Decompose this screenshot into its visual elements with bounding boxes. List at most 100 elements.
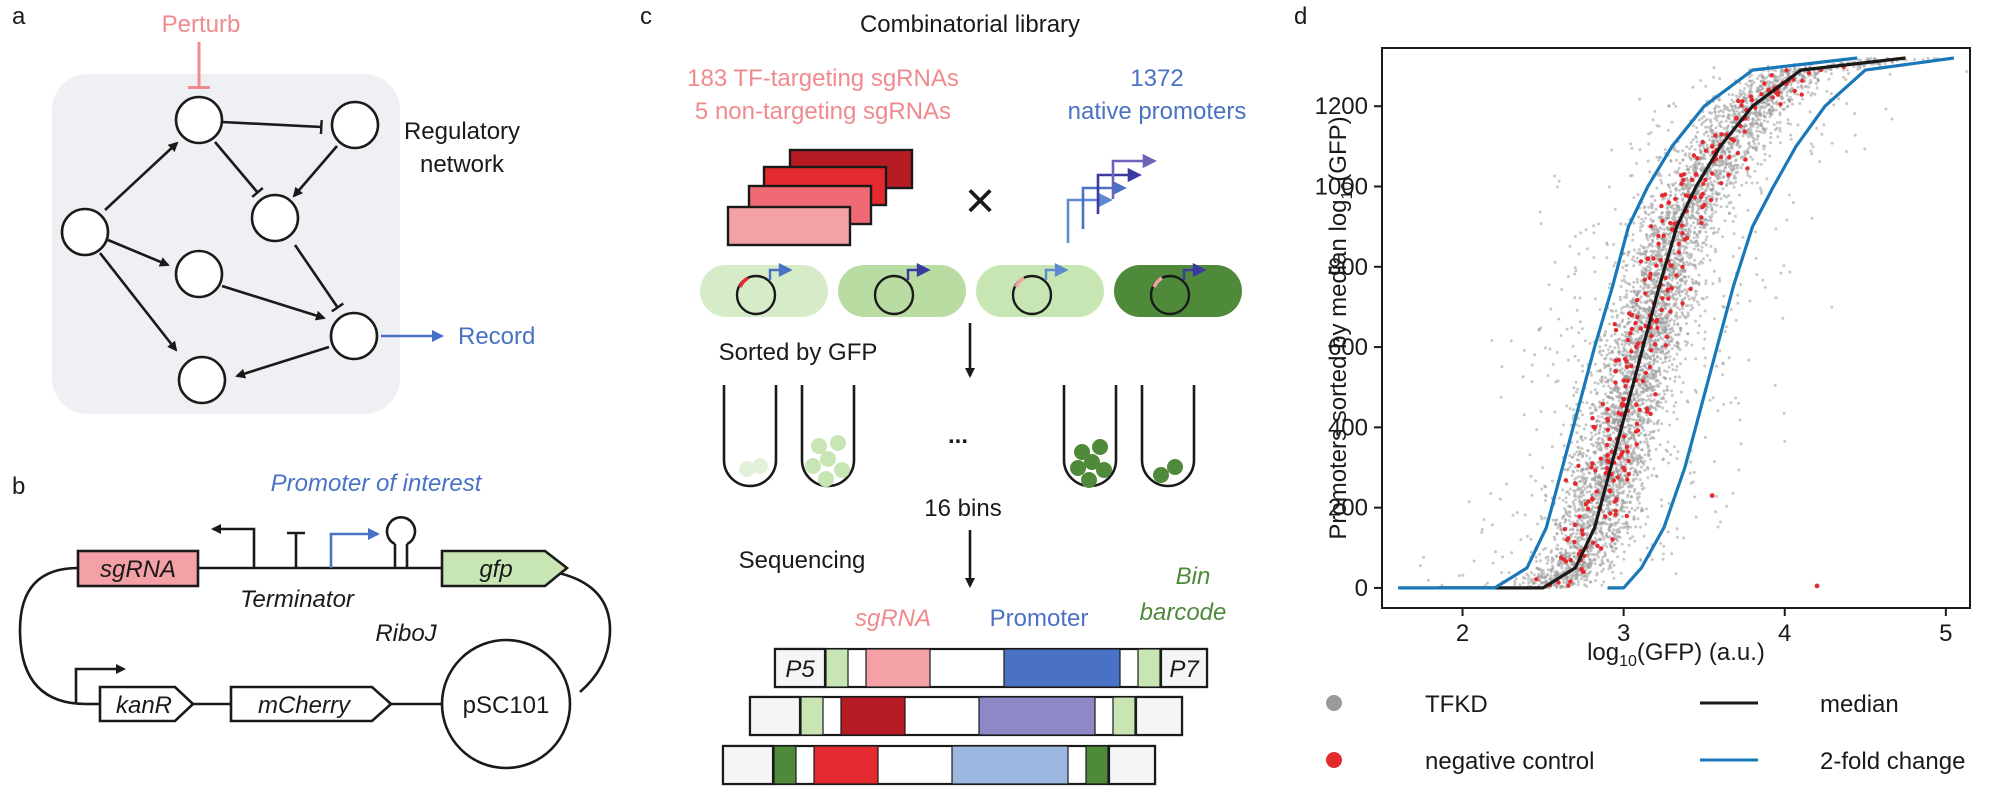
tfkd-point	[1658, 443, 1662, 447]
tfkd-point	[1643, 205, 1647, 209]
tfkd-point	[1621, 485, 1624, 489]
tfkd-point	[1735, 136, 1738, 140]
tfkd-point	[1540, 517, 1544, 521]
tfkd-point	[1647, 213, 1651, 217]
tfkd-point	[1635, 291, 1639, 295]
tfkd-point	[1652, 361, 1656, 364]
tfkd-point	[1709, 180, 1713, 184]
tfkd-point	[1632, 418, 1636, 422]
tfkd-point	[1636, 498, 1640, 502]
tfkd-point	[1749, 123, 1752, 127]
tfkd-point	[1571, 344, 1575, 348]
tfkd-point	[1693, 169, 1697, 173]
tfkd-point	[1762, 147, 1766, 151]
tfkd-point	[1607, 322, 1611, 326]
tfkd-point	[1612, 549, 1616, 553]
tfkd-point	[1701, 257, 1705, 261]
tfkd-point	[1579, 495, 1583, 499]
tfkd-point	[1711, 282, 1715, 286]
tfkd-point	[1599, 481, 1603, 484]
tfkd-point	[1555, 350, 1559, 354]
tfkd-point	[1632, 395, 1636, 399]
tfkd-point	[1739, 442, 1743, 446]
tfkd-point	[1662, 300, 1666, 304]
tfkd-point	[1560, 561, 1564, 565]
edge-5-7	[293, 244, 345, 313]
node-1	[60, 207, 110, 257]
tfkd-point	[1577, 509, 1581, 512]
kanr-gene-label: kanR	[116, 692, 172, 719]
tfkd-point	[1659, 357, 1663, 361]
tfkd-point	[1760, 104, 1764, 108]
tfkd-point	[1678, 188, 1682, 192]
tfkd-point	[1568, 487, 1572, 491]
tfkd-point	[1673, 344, 1677, 348]
tfkd-point	[1656, 354, 1660, 358]
tfkd-point	[1704, 125, 1708, 129]
tfkd-point	[1440, 583, 1444, 587]
tfkd-point	[1661, 361, 1665, 365]
tfkd-point	[1651, 286, 1655, 290]
tfkd-point	[1568, 465, 1572, 469]
tfkd-point	[1648, 298, 1652, 302]
tfkd-point	[1727, 165, 1731, 169]
tfkd-point	[1685, 164, 1689, 168]
tfkd-point	[1702, 132, 1706, 136]
tfkd-point	[1618, 530, 1621, 534]
tfkd-point	[1722, 169, 1726, 173]
tfkd-point	[1769, 109, 1773, 113]
tfkd-point	[1666, 440, 1670, 444]
tfkd-point	[1626, 453, 1630, 457]
tfkd-point	[1645, 353, 1649, 357]
tfkd-point	[1548, 576, 1552, 580]
tfkd-point	[1546, 568, 1550, 572]
tfkd-point	[1593, 562, 1597, 566]
tfkd-point	[1818, 160, 1821, 163]
tfkd-point	[1589, 438, 1593, 441]
tfkd-point	[1555, 532, 1559, 536]
tfkd-point	[1746, 135, 1750, 139]
tfkd-point	[1827, 77, 1831, 81]
tfkd-point	[1574, 269, 1578, 273]
tfkd-point	[1775, 79, 1778, 83]
tfkd-point	[1635, 388, 1639, 391]
tfkd-point	[1652, 398, 1656, 402]
tfkd-point	[1575, 308, 1579, 312]
tfkd-point	[1661, 324, 1665, 328]
tfkd-point	[1533, 353, 1536, 357]
tfkd-point	[1534, 479, 1538, 483]
tfkd-point	[1650, 249, 1654, 253]
tfkd-point	[1632, 437, 1636, 441]
tfkd-point	[1601, 441, 1605, 445]
tfkd-point	[1713, 179, 1717, 183]
tfkd-point	[1649, 457, 1653, 461]
tfkd-point	[1605, 241, 1609, 245]
tfkd-point	[1594, 482, 1598, 486]
tfkd-point	[1645, 261, 1648, 264]
tfkd-point	[1696, 331, 1700, 335]
tfkd-point	[1623, 295, 1626, 299]
tfkd-point	[1775, 121, 1779, 125]
sgrna-gene	[76, 549, 200, 588]
tfkd-point	[1697, 324, 1701, 328]
tfkd-point	[1663, 306, 1667, 310]
tfkd-point	[1658, 381, 1662, 385]
p5-label: P5	[785, 656, 815, 683]
tfkd-point	[1723, 166, 1727, 170]
tfkd-point	[1668, 355, 1672, 359]
tfkd-point	[1662, 284, 1666, 288]
tfkd-point	[1608, 345, 1612, 349]
tfkd-point	[1774, 296, 1778, 300]
tfkd-point	[1612, 469, 1616, 473]
tfkd-point	[1771, 101, 1775, 105]
tfkd-point	[1757, 129, 1761, 133]
tfkd-point	[1636, 506, 1640, 510]
tfkd-point	[1589, 580, 1593, 584]
tfkd-point	[1654, 379, 1658, 383]
tfkd-point	[1639, 382, 1643, 386]
tfkd-point	[1668, 186, 1672, 190]
tfkd-point	[1653, 281, 1657, 285]
tfkd-point	[1550, 445, 1554, 449]
tfkd-point	[1677, 205, 1681, 209]
tfkd-point	[1666, 303, 1670, 307]
